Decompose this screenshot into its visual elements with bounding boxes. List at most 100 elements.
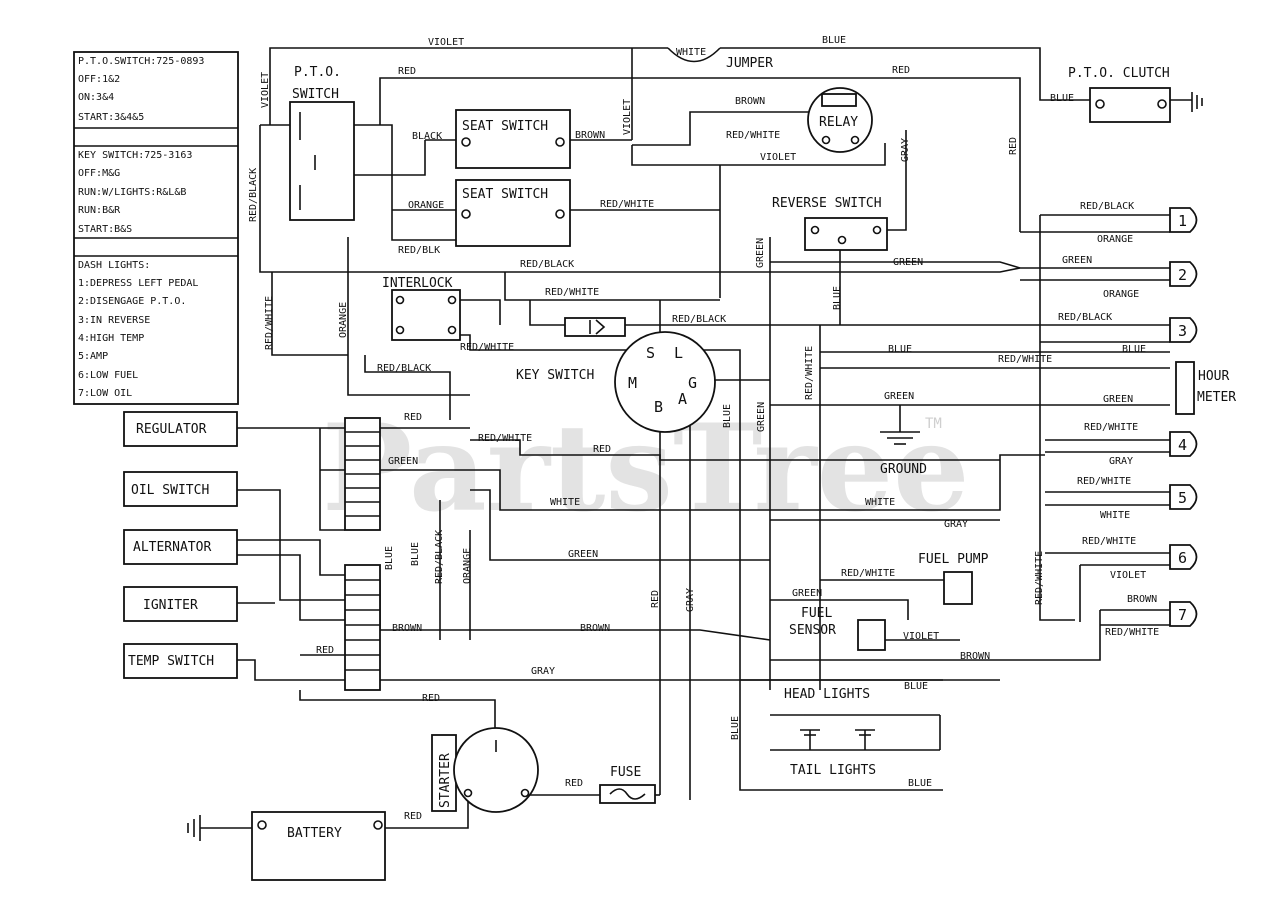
pto-switch-label-2: SWITCH — [292, 87, 339, 102]
pto-switch-label-1: P.T.O. — [294, 65, 341, 80]
wl-gray-lamp4: GRAY — [1109, 456, 1133, 467]
key-terminal-b: B — [654, 398, 663, 416]
wl-white-right: WHITE — [865, 497, 895, 508]
wl-green-rev: GREEN — [893, 257, 923, 268]
starter-label: STARTER — [438, 753, 453, 808]
legend-pto-3: START:3&4&5 — [78, 112, 144, 123]
interlock: INTERLOCK — [382, 276, 461, 341]
key-terminal-m: M — [628, 374, 637, 392]
wl-redblack-mid: RED/BLACK — [520, 259, 574, 270]
wl-blue-key: BLUE — [722, 404, 733, 428]
wl-blue-clutch: BLUE — [1050, 93, 1074, 104]
dash-lamp-6: 6 — [1178, 549, 1187, 567]
wl-red-right: RED — [892, 65, 910, 76]
dash-lamp-7: 7 — [1178, 606, 1187, 624]
head-lights-label: HEAD LIGHTS — [784, 687, 870, 702]
interlock-label: INTERLOCK — [382, 276, 453, 291]
pto-clutch-label: P.T.O. CLUTCH — [1068, 66, 1170, 81]
wl-blue-rev: BLUE — [832, 286, 843, 310]
legend-dash-7: 7:LOW OIL — [78, 388, 132, 399]
wl-gray-right: GRAY — [944, 519, 968, 530]
wl-redwhite-seat: RED/WHITE — [600, 199, 654, 210]
temp-switch: TEMP SWITCH — [123, 643, 238, 679]
wl-redwhite-fuel: RED/WHITE — [841, 568, 895, 579]
wl-green-harn2: GREEN — [568, 549, 598, 560]
wl-red-fuse: RED — [565, 778, 583, 789]
battery-label: BATTERY — [287, 826, 342, 841]
wl-redblack-harn: RED/BLACK — [434, 530, 445, 584]
wl-red-starter: RED — [422, 693, 440, 704]
igniter: IGNITER — [123, 586, 238, 622]
legend-pto-2: ON:3&4 — [78, 92, 114, 103]
wl-redblack-diode: RED/BLACK — [672, 314, 726, 325]
wl-redwhite-relay: RED/WHITE — [726, 130, 780, 141]
wl-orange-harn: ORANGE — [462, 548, 473, 584]
wl-violet-left: VIOLET — [260, 72, 271, 108]
wl-green-ground: GREEN — [884, 391, 914, 402]
key-switch: S L M G B A KEY SWITCH — [516, 331, 716, 433]
legend-pto-0: P.T.O.SWITCH:725-0893 — [78, 56, 204, 67]
wl-blue-hm: BLUE — [888, 344, 912, 355]
legend-key-3: RUN:B&R — [78, 205, 121, 216]
fuel-sensor: FUEL SENSOR — [789, 606, 886, 651]
wl-brown-low: BROWN — [960, 651, 990, 662]
wl-redblack-lamp1: RED/BLACK — [1080, 201, 1134, 212]
legend-dash-2: 2:DISENGAGE P.T.O. — [78, 296, 186, 307]
harness-connectors — [344, 417, 381, 691]
wl-brown-relay: BROWN — [735, 96, 765, 107]
wl-orange-left: ORANGE — [338, 302, 349, 338]
diode — [564, 317, 626, 337]
jumper-label: JUMPER — [726, 56, 773, 71]
wl-black: BLACK — [412, 131, 442, 142]
legend-dash-5: 5:AMP — [78, 351, 108, 362]
wl-red-temp: RED — [316, 645, 334, 656]
key-terminal-l: L — [674, 344, 683, 362]
wl-redwhite-reg: RED/WHITE — [478, 433, 532, 444]
wl-gray-relay: GRAY — [900, 138, 911, 162]
seat-switch-1-label: SEAT SWITCH — [462, 119, 548, 134]
oil-switch: OIL SWITCH — [123, 471, 238, 507]
wl-blue-head: BLUE — [904, 681, 928, 692]
wl-redblack-left: RED/BLACK — [248, 168, 259, 222]
wl-red-top: RED — [398, 66, 416, 77]
alternator: ALTERNATOR — [123, 529, 238, 565]
wl-red-battery: RED — [404, 811, 422, 822]
wl-white-harn: WHITE — [550, 497, 580, 508]
head-lights: HEAD LIGHTS — [784, 687, 870, 702]
wl-blue-harn1: BLUE — [384, 546, 395, 570]
hour-meter-label-1: HOUR — [1198, 369, 1229, 384]
wl-redwhite-lamp5: RED/WHITE — [1077, 476, 1131, 487]
wl-white-jumper: WHITE — [676, 47, 706, 58]
wl-brown-lamp7: BROWN — [1127, 594, 1157, 605]
wl-red-reg: RED — [404, 412, 422, 423]
key-terminal-g: G — [688, 374, 697, 392]
wl-brown-seat: BROWN — [575, 130, 605, 141]
key-terminal-s: S — [646, 344, 655, 362]
regulator-label: REGULATOR — [136, 422, 207, 437]
wl-green-lamp2: GREEN — [1062, 255, 1092, 266]
wires — [200, 47, 1192, 829]
temp-switch-label: TEMP SWITCH — [128, 654, 214, 669]
key-switch-label: KEY SWITCH — [516, 368, 594, 383]
wl-brown-harn: BROWN — [392, 623, 422, 634]
ground: GROUND — [880, 431, 927, 477]
wl-violet-top: VIOLET — [428, 37, 464, 48]
wl-redblack-lamp3: RED/BLACK — [1058, 312, 1112, 323]
wl-redwhite-interlock: RED/WHITE — [460, 342, 514, 353]
dash-lamps: 1 2 3 4 5 6 7 — [1169, 207, 1198, 627]
legend-key-0: KEY SWITCH:725-3163 — [78, 150, 192, 161]
wl-violet-mid: VIOLET — [622, 99, 633, 135]
wl-redwhite-vert2: RED/WHITE — [1034, 551, 1045, 605]
pto-switch: P.T.O. SWITCH — [289, 65, 355, 221]
wl-redwhite-lamp4: RED/WHITE — [1084, 422, 1138, 433]
wl-redwhite-lamp6: RED/WHITE — [1082, 536, 1136, 547]
dash-lamp-4: 4 — [1178, 436, 1187, 454]
wl-blue-harn2: BLUE — [410, 542, 421, 566]
wl-redwhite-lamp7: RED/WHITE — [1105, 627, 1159, 638]
fuse-label: FUSE — [610, 765, 641, 780]
wl-green-fuel: GREEN — [792, 588, 822, 599]
wl-redwhite-mid: RED/WHITE — [545, 287, 599, 298]
fuel-pump: FUEL PUMP — [918, 552, 989, 605]
igniter-label: IGNITER — [143, 598, 198, 613]
